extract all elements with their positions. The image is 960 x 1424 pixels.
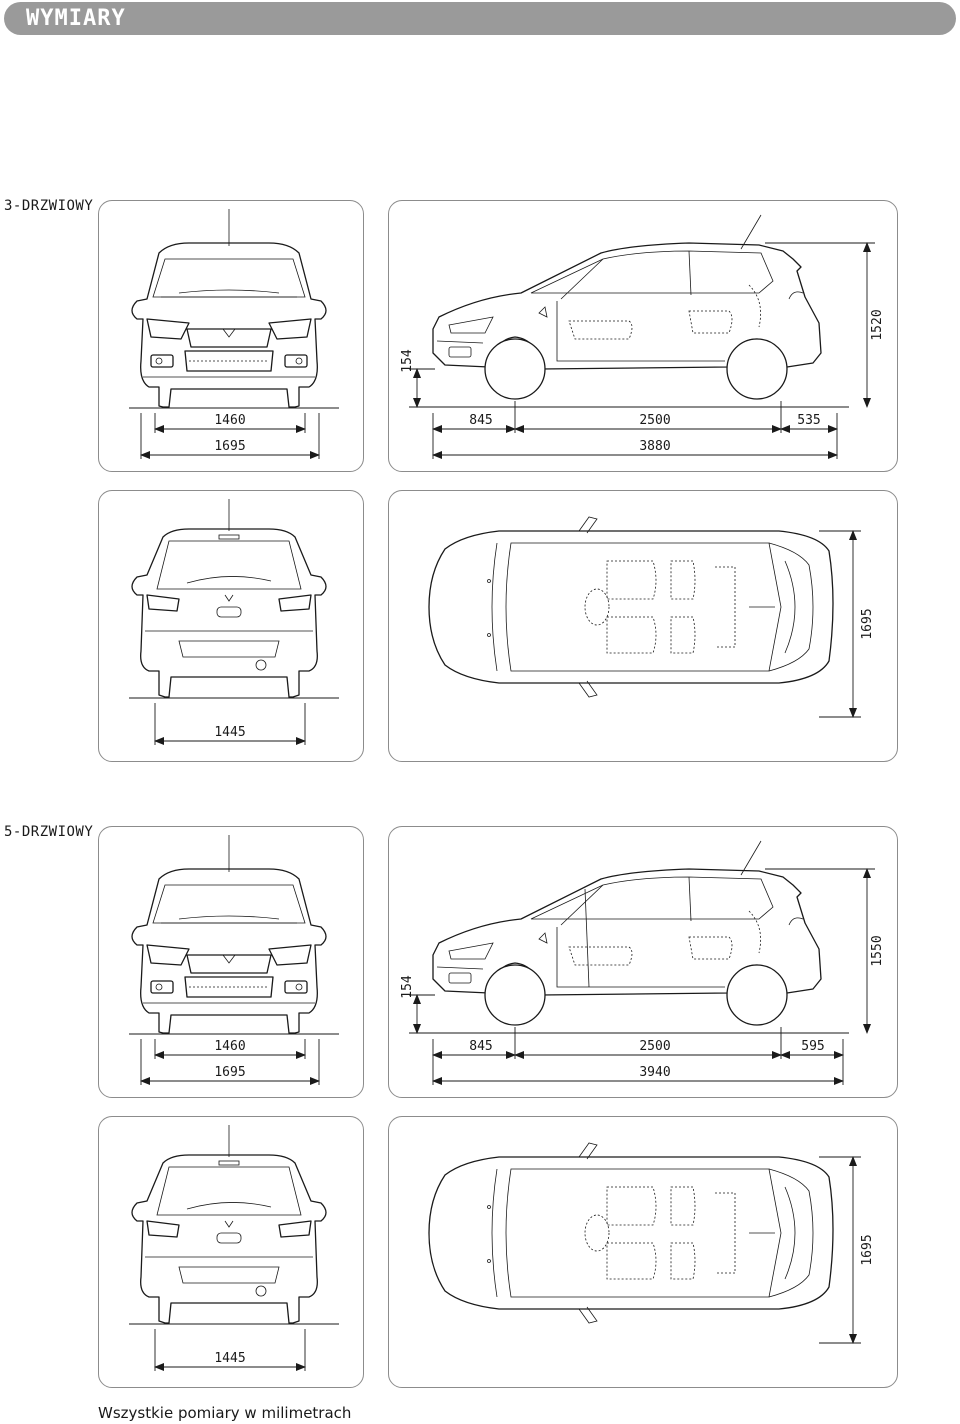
ground-clearance-label-5-door: 154 [400,975,415,999]
rear-view-drawing-3-door: 1445 [129,498,339,745]
top-view-drawing-5-door: 1695 [428,1142,875,1344]
height-label-3-door: 1520 [870,309,885,340]
header-bar: WYMIARY [4,2,956,35]
height-label-5-door: 1550 [870,935,885,966]
rear-view-panel-5-door: 1445 [98,1116,364,1388]
front-track-label-5-door: 1460 [214,1039,245,1054]
wheelbase-label-5-door: 2500 [639,1039,670,1054]
ground-clearance-label-3-door: 154 [400,349,415,373]
section-label-3-door: 3-DRZWIOWY [4,198,94,214]
rear-overhang-label-5-door: 595 [801,1039,824,1054]
side-view-panel-5-door: 1550 154 845 2500 595 3940 [388,826,898,1098]
length-label-3-door: 3880 [639,439,670,454]
front-view-panel-5-door: 1460 1695 [98,826,364,1098]
top-width-label-3-door: 1695 [860,608,875,639]
footnote: Wszystkie pomiary w milimetrach [98,1404,352,1422]
side-view-drawing-5-door: 1550 154 845 2500 595 3940 [400,840,885,1085]
top-width-label-5-door: 1695 [860,1234,875,1265]
front-view-panel-3-door: 1460 1695 [98,200,364,472]
rear-overhang-label-3-door: 535 [797,413,820,428]
top-view-drawing-3-door: 1695 [428,516,875,718]
rear-track-label-5-door: 1445 [214,1351,245,1366]
side-view-panel-3-door: 1520 154 845 2500 535 3880 [388,200,898,472]
rear-track-label-3-door: 1445 [214,725,245,740]
front-overhang-label-3-door: 845 [469,413,492,428]
rear-view-drawing-5-door: 1445 [129,1124,339,1371]
rear-view-panel-3-door: 1445 [98,490,364,762]
front-view-drawing-3-door: 1460 1695 [129,208,339,459]
front-track-label-3-door: 1460 [214,413,245,428]
page-title: WYMIARY [26,6,126,31]
front-view-drawing-5-door: 1460 1695 [129,834,339,1085]
front-overhang-label-5-door: 845 [469,1039,492,1054]
front-width-label-3-door: 1695 [214,439,245,454]
side-view-drawing-3-door: 1520 154 845 2500 535 3880 [400,214,885,459]
length-label-5-door: 3940 [639,1065,670,1080]
top-view-panel-3-door: 1695 [388,490,898,762]
wheelbase-label-3-door: 2500 [639,413,670,428]
section-label-5-door: 5-DRZWIOWY [4,824,94,840]
front-width-label-5-door: 1695 [214,1065,245,1080]
top-view-panel-5-door: 1695 [388,1116,898,1388]
